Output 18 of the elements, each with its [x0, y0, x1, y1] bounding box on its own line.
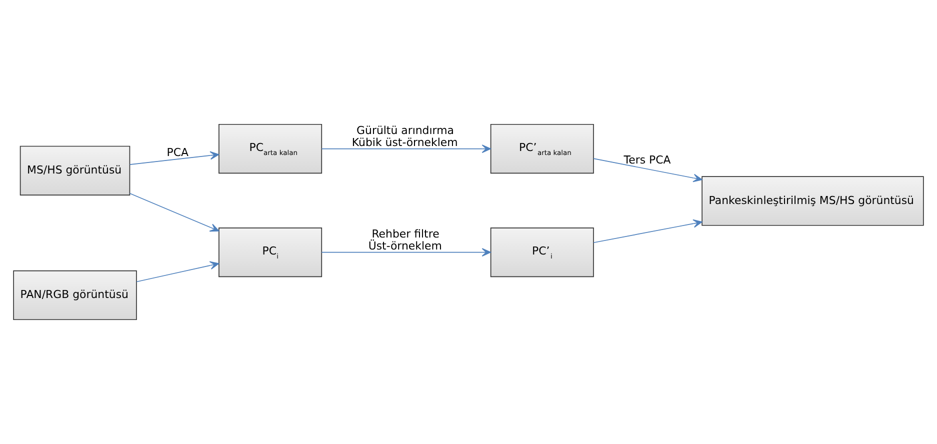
node-box: PAN/RGB görüntüsü [13, 270, 137, 320]
arrow [129, 151, 220, 165]
arrow [593, 158, 702, 182]
edge-label: Gürültü arındırma Kübik üst-örneklem [352, 124, 458, 149]
edge-label: Ters PCA [624, 153, 671, 166]
node-box: MS/HS görüntüsü [20, 146, 130, 196]
node-box: PC’$_{arta kalan}$ [490, 124, 594, 174]
node-box: PC$_{i}$ [218, 227, 322, 278]
arrow [321, 144, 492, 153]
node-box: PC$_{arta kalan}$ [218, 124, 322, 174]
arrow [129, 192, 220, 232]
edge-label: Rehber filtre Üst-örneklem [368, 227, 442, 252]
arrow [136, 261, 220, 282]
edge-label: PCA [166, 146, 188, 159]
node-box: Pankeskinleştirilmiş MS/HS görüntüsü [702, 176, 924, 226]
arrow [321, 248, 492, 256]
node-box: PC’$_{i}$ [490, 227, 594, 278]
arrow [593, 219, 702, 244]
